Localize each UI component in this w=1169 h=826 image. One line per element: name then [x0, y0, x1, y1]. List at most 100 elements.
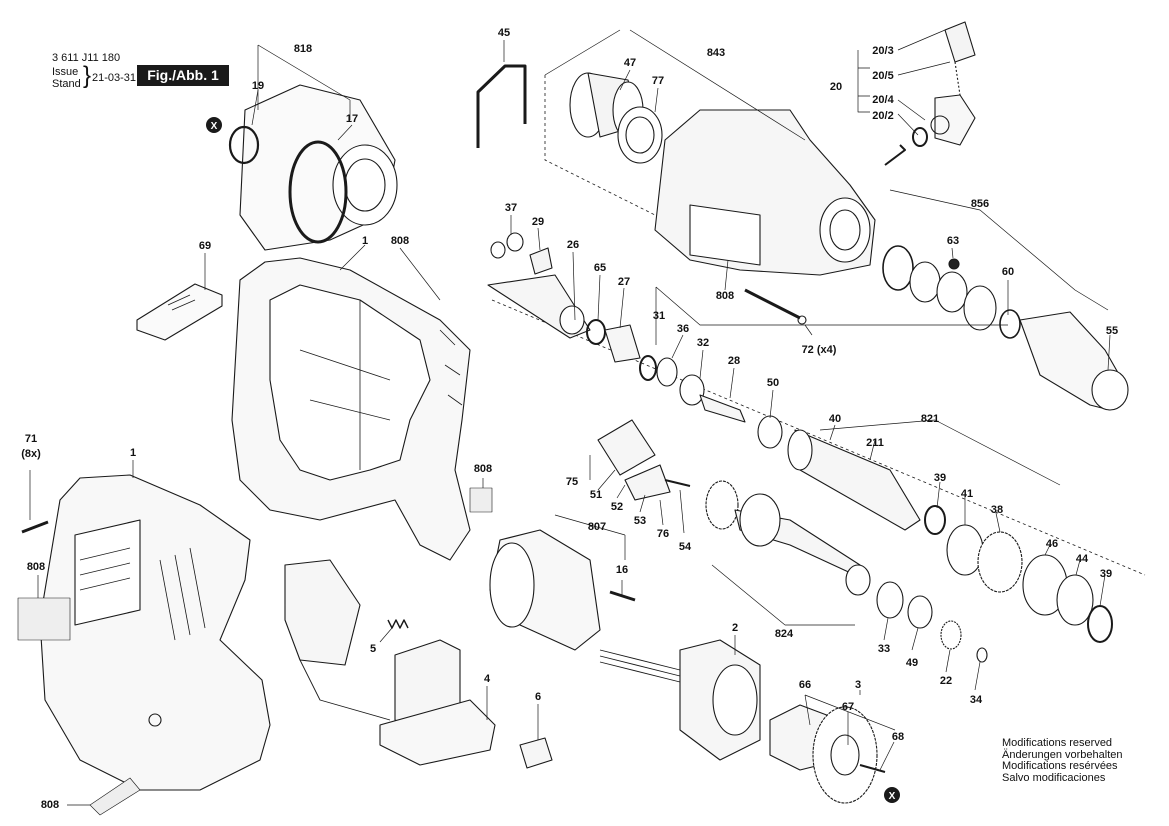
- shaft-211-drawing: [787, 429, 921, 531]
- callout-69: 69: [199, 240, 211, 252]
- callout-49: 49: [906, 657, 918, 669]
- label-808-bottom: [89, 777, 141, 816]
- callout-19: 19: [252, 80, 264, 92]
- callout-68: 68: [892, 731, 904, 743]
- callout-66: 66: [799, 679, 811, 691]
- note-fr: Modifications resérvées: [1002, 760, 1118, 773]
- callout-32: 32: [697, 337, 709, 349]
- callout-45: 45: [498, 27, 510, 39]
- pin-28-drawing: [699, 394, 746, 423]
- callout-807: 807: [588, 521, 606, 533]
- callout-38: 38: [991, 504, 1003, 516]
- note-en: Modifications reserved: [1002, 737, 1113, 749]
- callout-26: 26: [567, 239, 579, 251]
- callout-39-upper: 39: [934, 472, 946, 484]
- callout-67: 67: [842, 701, 854, 713]
- callout-808-housing: 808: [391, 235, 409, 247]
- callout-6: 6: [535, 691, 541, 703]
- callout-821: 821: [921, 413, 939, 425]
- selector-mechanism-drawing: [597, 419, 691, 501]
- callout-50: 50: [767, 377, 779, 389]
- callout-20-4: 20/4: [872, 94, 894, 106]
- callout-76: 76: [657, 528, 669, 540]
- callout-53: 53: [634, 515, 646, 527]
- callout-47: 47: [624, 57, 636, 69]
- x-marker-label: X: [889, 791, 896, 802]
- x-marker-top-left: X: [206, 117, 222, 133]
- ring-32-drawing: [679, 374, 705, 406]
- part-41-drawing: [946, 524, 984, 576]
- label-plate-69-drawing: [136, 283, 223, 341]
- callout-5: 5: [370, 643, 376, 655]
- callout-36: 36: [677, 323, 689, 335]
- clutch-856-drawing: [882, 245, 1129, 411]
- leader-lines: [29, 29, 1111, 806]
- callout-71: 71: [25, 433, 37, 445]
- screw-71-drawing: [21, 520, 49, 534]
- modification-notes: Modifications reserved Änderungen vorbeh…: [1002, 737, 1122, 784]
- assembly-axis-line: [491, 299, 1146, 576]
- callout-22: 22: [940, 675, 952, 687]
- callout-63: 63: [947, 235, 959, 247]
- assembly-axis-line-2: [544, 75, 656, 216]
- ring-31-drawing: [639, 355, 657, 381]
- callout-46: 46: [1046, 538, 1058, 550]
- callout-27: 27: [618, 276, 630, 288]
- sleeve-27-drawing: [604, 324, 641, 363]
- callout-20: 20: [830, 81, 842, 93]
- label-808-left: [17, 597, 71, 641]
- bearing-33-drawing: [876, 581, 904, 619]
- document-number: 3 611 J11 180: [52, 52, 121, 64]
- screw-16-drawing: [609, 590, 636, 602]
- housing-half-1-lower-drawing: [39, 474, 271, 791]
- rotor-3-drawing: [769, 704, 886, 804]
- callout-4: 4: [484, 673, 491, 685]
- callout-40: 40: [829, 413, 841, 425]
- spring-5-drawing: [387, 619, 409, 629]
- ring-77-drawing: [617, 106, 663, 164]
- callout-808-gear-housing: 808: [716, 290, 734, 302]
- x-marker-label: X: [211, 121, 218, 132]
- callout-20-2: 20/2: [872, 110, 893, 122]
- callout-54: 54: [679, 541, 692, 553]
- callout-39-lower: 39: [1100, 568, 1112, 580]
- electronics-4-drawing: [284, 559, 496, 766]
- callout-41: 41: [961, 488, 973, 500]
- part-6-drawing: [519, 737, 553, 769]
- callout-labels: 818 19 17 1 808 69 45 47 77 843 20/3 20/…: [21, 27, 1118, 811]
- note-es: Salvo modificaciones: [1002, 771, 1106, 784]
- gear-shaft-824-drawing: [705, 480, 871, 596]
- callout-60: 60: [1002, 266, 1014, 278]
- label-808-right: [469, 487, 493, 513]
- bushing-50-drawing: [757, 415, 783, 449]
- callout-44: 44: [1076, 553, 1089, 565]
- callout-3: 3: [855, 679, 861, 691]
- callout-818: 818: [294, 43, 312, 55]
- x-marker-bottom-right: X: [884, 787, 900, 803]
- callout-20-3: 20/3: [872, 45, 893, 57]
- housing-half-1-drawing: [231, 257, 471, 561]
- callout-77: 77: [652, 75, 664, 87]
- callout-65: 65: [594, 262, 606, 274]
- callout-1-lower: 1: [130, 447, 136, 459]
- pinion-22-drawing: [940, 620, 962, 650]
- clip-45-drawing: [476, 64, 527, 148]
- callout-33: 33: [878, 643, 890, 655]
- stator-2-drawing: [599, 639, 761, 761]
- callout-31: 31: [653, 310, 665, 322]
- callout-824: 824: [775, 628, 794, 640]
- figure-label: Fig./Abb. 1: [137, 65, 229, 86]
- callout-34: 34: [970, 694, 983, 706]
- ring-44-drawing: [1056, 574, 1094, 626]
- part-drawings: [17, 21, 1146, 816]
- callout-29: 29: [532, 216, 544, 228]
- callout-28: 28: [728, 355, 740, 367]
- issue-label: Issue: [52, 66, 79, 78]
- brush-holder-20-drawing: [884, 21, 976, 166]
- callout-75: 75: [566, 476, 578, 488]
- bearing-49-drawing: [907, 595, 933, 629]
- callout-17: 17: [346, 113, 358, 125]
- callout-37: 37: [505, 202, 517, 214]
- ring-65-drawing: [586, 319, 606, 345]
